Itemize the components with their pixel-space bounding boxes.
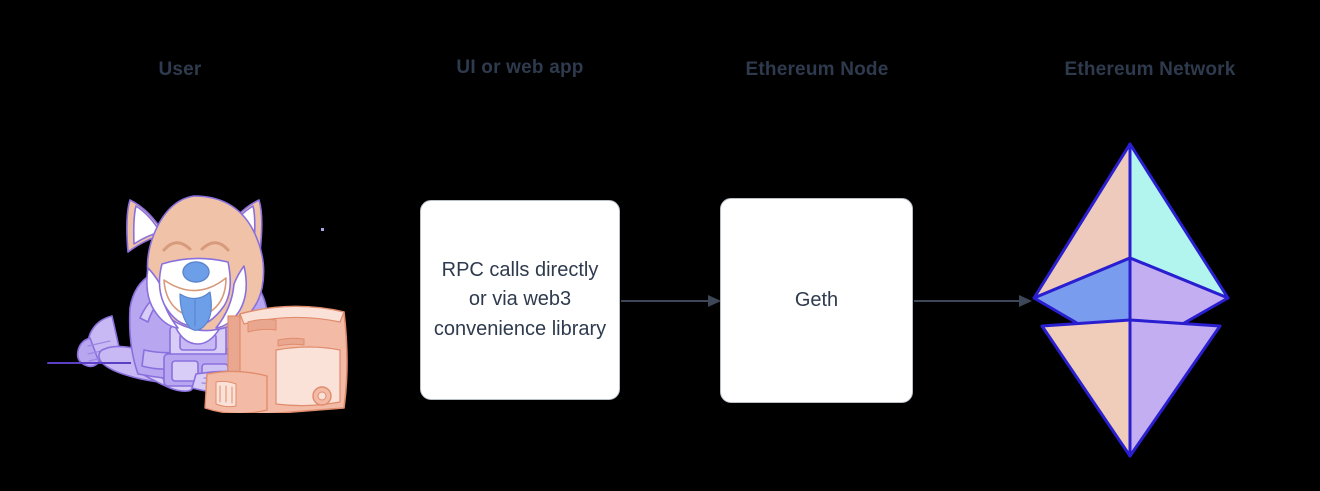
arrow-shaft [914, 300, 1020, 302]
shiba-astronaut-at-computer-icon [47, 195, 348, 417]
column-header-user: User [158, 59, 202, 80]
stray-pixel-artifact [321, 228, 324, 231]
process-box-rpc-calls[interactable]: RPC calls directly or via web3 convenien… [420, 200, 620, 400]
user-shiba-illustration [44, 168, 374, 417]
process-box-rpc-calls-label: RPC calls directly or via web3 convenien… [433, 258, 607, 340]
arrow-node-to-network [914, 295, 1032, 307]
process-box-geth-label: Geth [794, 288, 839, 311]
desk-line [53, 362, 131, 364]
ethereum-diamond-icon [1032, 142, 1230, 458]
arrow-head-icon [1019, 295, 1032, 307]
arrow-head-icon [708, 295, 721, 307]
arrow-shaft [621, 300, 709, 302]
column-header-ethereum-network: Ethereum Network [1064, 59, 1236, 80]
process-box-geth[interactable]: Geth [720, 198, 913, 403]
column-header-ethereum-node: Ethereum Node [745, 59, 889, 80]
column-header-ui-or-web-app: UI or web app [456, 57, 584, 78]
ethereum-network-logo [1030, 140, 1235, 460]
arrow-ui-to-node [621, 295, 721, 307]
